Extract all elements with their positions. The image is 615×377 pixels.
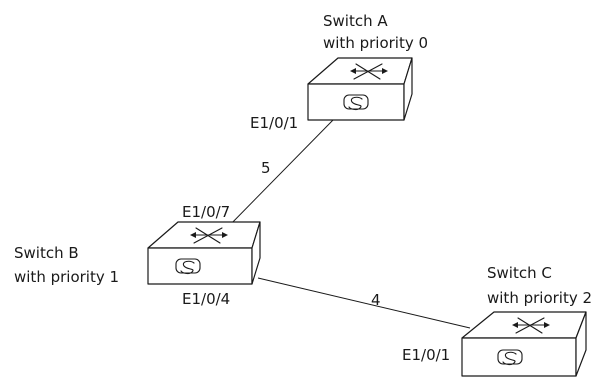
switch-c: Switch C with priority 2 E1/0/1 <box>402 264 592 377</box>
link-cost-b-c: 4 <box>371 291 381 309</box>
link-cost-a-b: 5 <box>261 159 271 177</box>
switch-c-name: Switch C <box>487 264 552 282</box>
switch-a-port-e1-0-1: E1/0/1 <box>250 114 298 132</box>
link-b-c <box>257 277 471 329</box>
switch-a-priority: with priority 0 <box>323 34 428 52</box>
switch-b-name: Switch B <box>14 244 79 262</box>
switch-a: Switch A with priority 0 E1/0/1 <box>250 12 428 132</box>
switch-c-priority: with priority 2 <box>487 289 592 307</box>
switch-a-name: Switch A <box>323 12 388 30</box>
link-a-b <box>224 117 336 231</box>
switch-icon <box>461 311 587 377</box>
switch-b: Switch B with priority 1 E1/0/7 E1/0/4 <box>14 203 261 308</box>
switch-b-port-e1-0-4: E1/0/4 <box>182 290 230 308</box>
switch-icon <box>307 57 413 121</box>
switch-b-priority: with priority 1 <box>14 268 119 286</box>
switch-b-port-e1-0-7: E1/0/7 <box>182 203 230 221</box>
switch-icon <box>147 221 261 285</box>
switch-c-port-e1-0-1: E1/0/1 <box>402 346 450 364</box>
